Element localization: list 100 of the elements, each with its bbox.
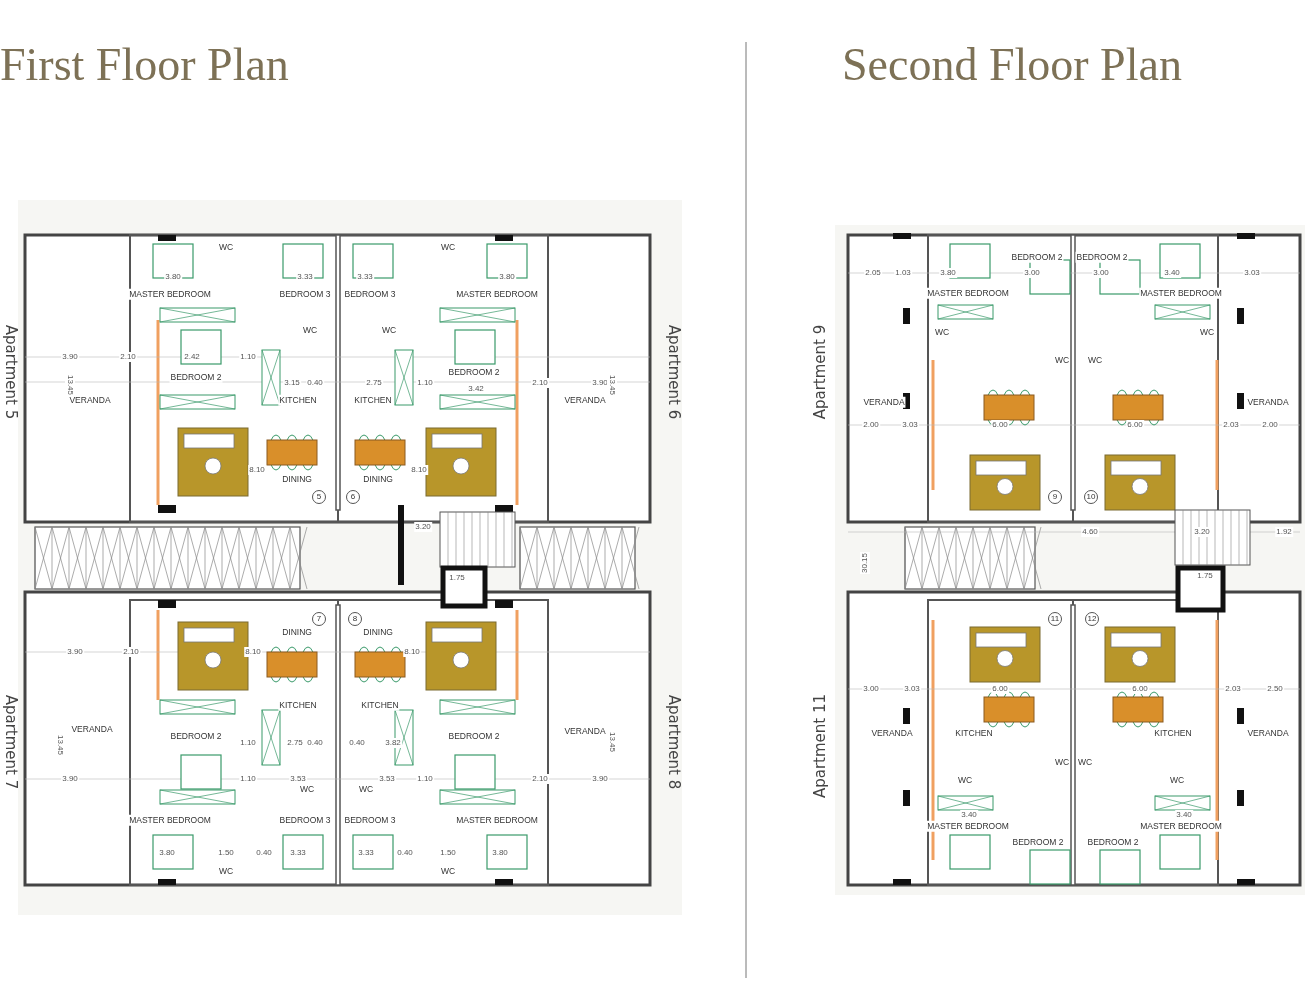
dimension-text: 30.15 [860,552,870,574]
dimension-text: 0.40 [306,738,324,748]
dimension-text: 0.40 [348,738,366,748]
room-label: VERANDA [1246,396,1290,408]
dimension-text: 2.10 [531,378,549,388]
room-label: WC [1053,756,1071,768]
room-label: VERANDA [68,394,112,406]
dimension-text: 2.10 [119,352,137,362]
dimension-text: 3.42 [467,384,485,394]
room-label: BEDROOM 2 [1010,251,1064,263]
dimension-text: 2.03 [1222,420,1240,430]
room-label: DINING [281,626,313,638]
dimension-text: 2.00 [862,420,880,430]
dimension-text: 13.45 [55,734,65,756]
dimension-text: 3.03 [903,684,921,694]
dimension-text: 8.10 [403,647,421,657]
room-label: MASTER BEDROOM [926,820,1010,832]
dimension-text: 1.10 [416,774,434,784]
room-label: VERANDA [862,396,906,408]
dimension-text: 3.00 [862,684,880,694]
dimension-text: 2.03 [1224,684,1242,694]
dimension-text: 3.40 [960,810,978,820]
room-label: WC [439,241,457,253]
dimension-text: 3.80 [158,848,176,858]
dimension-text: 2.42 [183,352,201,362]
room-label: BEDROOM 2 [169,730,223,742]
dimension-text: 3.15 [283,378,301,388]
room-label: VERANDA [563,394,607,406]
dimension-text: 1.50 [439,848,457,858]
room-label: VERANDA [563,725,607,737]
dimension-text: 6.00 [1131,684,1149,694]
room-label: MASTER BEDROOM [128,814,212,826]
dimension-text: 2.75 [365,378,383,388]
room-label: MASTER BEDROOM [1139,287,1223,299]
dimension-text: 3.40 [1175,810,1193,820]
room-label: WC [1086,354,1104,366]
dimension-text: 2.05 [864,268,882,278]
dimension-text: 3.00 [1023,268,1041,278]
dimension-text: 3.80 [498,272,516,282]
dimension-text: 1.10 [416,378,434,388]
dimension-text: 1.75 [1196,571,1214,581]
dimension-text: 3.20 [1193,527,1211,537]
dimension-text: 3.80 [491,848,509,858]
room-label: KITCHEN [954,727,994,739]
room-label: BEDROOM 3 [343,814,397,826]
dimension-text: 0.40 [255,848,273,858]
dimension-text: 1.75 [448,573,466,583]
dimension-text: 3.90 [591,378,609,388]
dimension-text: 2.75 [286,738,304,748]
room-label: WC [439,865,457,877]
dimension-text: 3.33 [296,272,314,282]
dimension-text: 3.80 [164,272,182,282]
dimension-text: 6.00 [991,684,1009,694]
room-label: BEDROOM 3 [343,288,397,300]
room-label: MASTER BEDROOM [455,288,539,300]
dimension-text: 1.92 [1275,527,1293,537]
dimension-text: 6.00 [1126,420,1144,430]
dimension-text: 0.40 [396,848,414,858]
room-label: DINING [362,626,394,638]
dimension-text: 3.53 [289,774,307,784]
dimension-text: 1.10 [239,774,257,784]
dimension-text: 8.10 [410,465,428,475]
dimension-text: 3.33 [289,848,307,858]
room-label: WC [301,324,319,336]
room-label: BEDROOM 3 [278,814,332,826]
plan-title: First Floor Plan [0,42,289,88]
room-label: WC [956,774,974,786]
dimension-text: 13.45 [607,731,617,753]
dimension-text: 1.10 [239,352,257,362]
room-label: KITCHEN [278,699,318,711]
dimension-text: 3.33 [357,848,375,858]
dimension-text: 1.03 [894,268,912,278]
room-label: VERANDA [870,727,914,739]
room-label: WC [380,324,398,336]
dimension-text: 8.10 [248,465,266,475]
dimension-text: 3.00 [1092,268,1110,278]
dimension-text: 8.10 [244,647,262,657]
room-label: DINING [281,473,313,485]
room-label: VERANDA [1246,727,1290,739]
room-label: MASTER BEDROOM [455,814,539,826]
plan-title: Second Floor Plan [842,42,1182,88]
room-label: KITCHEN [1153,727,1193,739]
dimension-text: 6.00 [991,420,1009,430]
room-label: KITCHEN [353,394,393,406]
room-label: WC [298,783,316,795]
dimension-text: 3.90 [66,647,84,657]
dimension-text: 3.90 [591,774,609,784]
dimension-text: 3.53 [378,774,396,784]
room-label: BEDROOM 2 [169,371,223,383]
apartment-label: Apartment 8 [665,694,681,790]
room-label: MASTER BEDROOM [926,287,1010,299]
dimension-text: 3.82 [384,738,402,748]
dimension-text: 13.45 [65,374,75,396]
room-label: WC [933,326,951,338]
room-label: WC [217,865,235,877]
room-label: BEDROOM 2 [447,730,501,742]
dimension-text: 3.80 [939,268,957,278]
dimension-text: 1.10 [239,738,257,748]
dimension-text: 3.40 [1163,268,1181,278]
apartment-label: Apartment 6 [665,324,681,420]
